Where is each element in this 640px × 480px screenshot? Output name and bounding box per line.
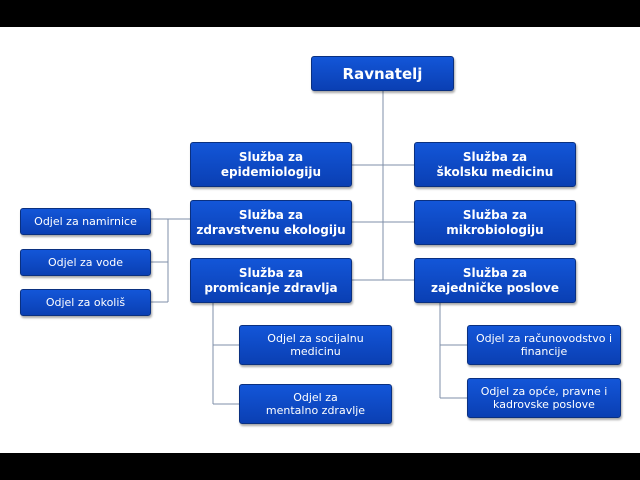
department-food-label: Odjel za namirnice <box>34 214 137 228</box>
department-environment-box: Odjel za okoliš <box>20 289 151 316</box>
service-common-line2: zajedničke poslove <box>431 280 559 295</box>
service-promotion-line1: Služba za <box>238 266 304 281</box>
service-microbiology-line1: Služba za <box>462 208 528 223</box>
service-ecology-line2: zdravstvenu ekologiju <box>196 222 346 237</box>
service-epidemiology-box: Služba za epidemiologiju <box>190 142 352 187</box>
service-ecology-box: Služba za zdravstvenu ekologiju <box>190 200 352 245</box>
service-common-box: Služba za zajedničke poslove <box>414 258 576 303</box>
department-social-medicine-box: Odjel za socijalnu medicinu <box>239 325 392 365</box>
service-promotion-box: Služba za promicanje zdravlja <box>190 258 352 303</box>
service-microbiology-line2: mikrobiologiju <box>446 222 544 237</box>
department-general-affairs-box: Odjel za opće, pravne i kadrovske poslov… <box>467 378 621 418</box>
department-accounting-box: Odjel za računovodstvo i financije <box>467 325 621 365</box>
department-social-medicine-line2: medicinu <box>290 345 341 358</box>
service-school-line2: školsku medicinu <box>436 164 554 179</box>
department-social-medicine-line1: Odjel za socijalnu <box>267 331 364 345</box>
service-school-box: Služba za školsku medicinu <box>414 142 576 187</box>
department-mental-health-line2: mentalno zdravlje <box>265 404 366 417</box>
service-school-line1: Služba za <box>462 150 528 165</box>
director-box: Ravnatelj <box>311 56 454 91</box>
director-label: Ravnatelj <box>342 64 423 83</box>
department-accounting-line2: financije <box>520 345 568 358</box>
service-common-line1: Služba za <box>462 266 528 281</box>
service-ecology-line1: Služba za <box>238 208 304 223</box>
service-epidemiology-line2: epidemiologiju <box>220 164 322 179</box>
service-microbiology-box: Služba za mikrobiologiju <box>414 200 576 245</box>
department-water-box: Odjel za vode <box>20 249 151 276</box>
department-general-affairs-line1: Odjel za opće, pravne i <box>480 384 608 398</box>
department-general-affairs-line2: kadrovske poslove <box>493 398 595 411</box>
department-environment-label: Odjel za okoliš <box>45 295 126 309</box>
department-mental-health-box: Odjel za mentalno zdravlje <box>239 384 392 424</box>
department-accounting-line1: Odjel za računovodstvo i <box>475 331 613 345</box>
department-water-label: Odjel za vode <box>47 255 124 269</box>
service-promotion-line2: promicanje zdravlja <box>204 280 338 295</box>
department-food-box: Odjel za namirnice <box>20 208 151 235</box>
service-epidemiology-line1: Služba za <box>238 150 304 165</box>
department-mental-health-line1: Odjel za <box>293 390 338 404</box>
